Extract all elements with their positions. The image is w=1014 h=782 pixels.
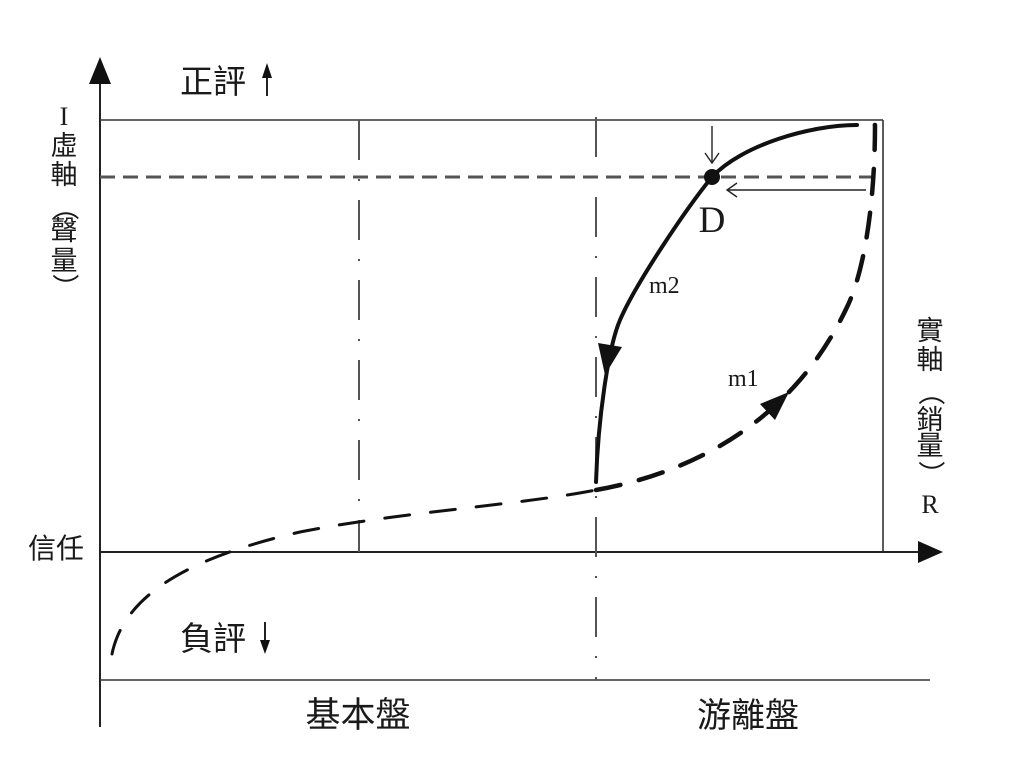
y-axis-char: 量	[51, 246, 78, 277]
point-d-label: D	[699, 200, 726, 241]
base-trajectory-curve	[110, 488, 598, 656]
x-axis-char: 軸	[917, 345, 944, 376]
y-axis-char: 虛	[51, 131, 78, 162]
x-axis-arrowhead-icon	[918, 541, 943, 563]
segment-label-base: 基本盤	[305, 696, 410, 736]
x-axis-char: 銷	[917, 405, 944, 436]
y-axis-open-paren: （	[49, 194, 80, 221]
curve-m2-arrowhead-icon	[598, 343, 622, 375]
y-axis-char: 軸	[51, 160, 78, 191]
y-axis-close-paren: ）	[49, 274, 80, 301]
curve-m2	[594, 123, 859, 484]
y-axis-letter: I	[60, 102, 69, 131]
x-axis-open-paren: （	[915, 379, 946, 406]
y-axis-label: I 虛 軸 （ 聲 量 ）	[49, 102, 80, 301]
curve-m1-arrowhead-icon	[760, 392, 789, 420]
left-pointer-arrowhead-icon	[725, 182, 738, 198]
up-arrowhead-icon	[262, 63, 272, 78]
curve-m1	[593, 122, 878, 493]
down-arrowhead-icon	[260, 640, 270, 654]
x-axis-label: 實 軸 （ 銷 量 ） R	[915, 316, 946, 519]
x-axis-letter: R	[921, 490, 939, 519]
segment-label-swing: 游離盤	[697, 696, 799, 736]
curve-m2-label: m2	[649, 273, 680, 299]
negative-review-label: 負評	[180, 619, 246, 658]
x-axis-char: 實	[917, 316, 944, 347]
point-d-marker	[704, 169, 720, 185]
trust-baseline-label: 信任	[28, 532, 84, 565]
x-axis-char: 量	[917, 431, 944, 462]
down-pointer-arrowhead-icon	[704, 152, 720, 165]
curve-m1-label: m1	[728, 366, 759, 392]
positive-review-label: 正評	[180, 62, 246, 101]
y-axis-arrowhead-icon	[89, 57, 111, 84]
x-axis-close-paren: ）	[915, 461, 946, 488]
y-axis-char: 聲	[51, 216, 78, 247]
